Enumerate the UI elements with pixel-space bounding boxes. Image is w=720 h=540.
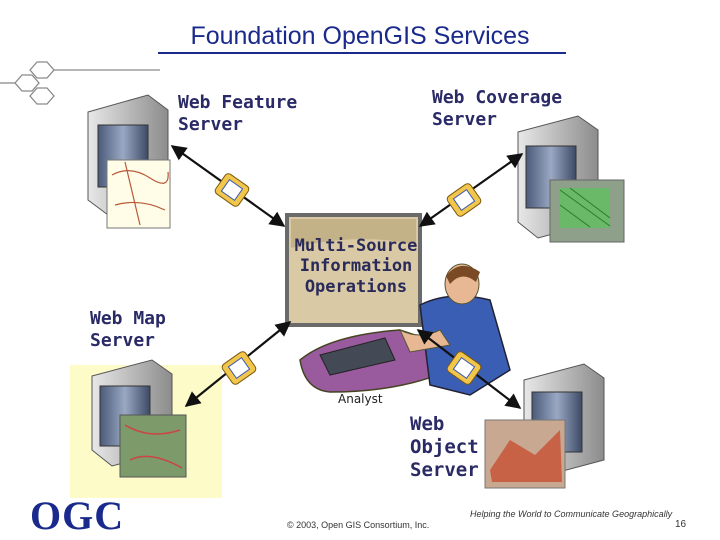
copyright-text: © 2003, Open GIS Consortium, Inc. [287, 520, 430, 530]
ogc-logo: OGC [30, 493, 125, 538]
web-object-server-icon [484, 363, 605, 489]
web-map-server-icon [70, 359, 222, 498]
connector-plug-wos [446, 351, 482, 385]
analyst-figure [299, 263, 511, 396]
connector-plug-wms [221, 351, 257, 385]
web-map-server-label: Web Map Server [90, 308, 166, 351]
multi-source-label: Multi-Source Information Operations [294, 236, 418, 297]
slide-title: Foundation OpenGIS Services [190, 22, 530, 50]
web-coverage-server-icon [517, 115, 625, 243]
analyst-label: Analyst [338, 392, 383, 406]
connector-plug-wcs [446, 183, 482, 217]
hexagon-decoration [0, 61, 160, 105]
page-number: 16 [675, 519, 687, 530]
connector-plug-wfs [214, 173, 250, 207]
title-underline [158, 52, 566, 54]
tagline: Helping the World to Communicate Geograp… [470, 509, 673, 519]
web-feature-server-icon [87, 94, 171, 229]
web-feature-server-label: Web Feature Server [178, 92, 298, 135]
multi-source-panel [285, 213, 422, 327]
web-coverage-server-label: Web Coverage Server [432, 87, 563, 130]
web-object-server-label: Web Object Server [410, 413, 479, 482]
